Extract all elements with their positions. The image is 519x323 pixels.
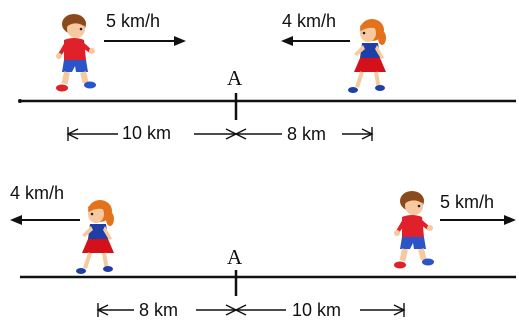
distance-label-right: 10 km [290, 300, 344, 320]
girl-walking-left-icon [76, 200, 114, 274]
girl-speed-label: 4 km/h [10, 183, 65, 203]
point-a-label: A [227, 66, 243, 90]
boy-speed-label: 5 km/h [106, 11, 161, 31]
girl-speed-arrow [281, 36, 350, 46]
boy-walking-right-icon [394, 191, 434, 269]
distance-marker-right [234, 127, 374, 141]
distance-label-left: 8 km [137, 300, 181, 320]
scene-top: 5 km/h 4 km/h A 10 km 8 km [0, 0, 519, 160]
ground-line-endpoint [18, 99, 22, 103]
boy-walking-right-icon [56, 14, 96, 92]
distance-label-right: 8 km [285, 124, 329, 144]
distance-marker-right [234, 303, 406, 317]
boy-speed-arrow [440, 215, 516, 225]
girl-walking-left-icon [348, 19, 386, 93]
scene-bottom-drawing [10, 191, 516, 317]
distance-marker-left [96, 303, 238, 317]
scene-bottom: 4 km/h 5 km/h A 8 km 10 km [0, 163, 519, 323]
point-a-label: A [227, 245, 243, 269]
boy-speed-arrow [104, 36, 186, 46]
girl-speed-label: 4 km/h [282, 11, 337, 31]
scene-top-drawing [18, 14, 516, 141]
girl-speed-arrow [10, 215, 80, 225]
boy-speed-label: 5 km/h [440, 192, 495, 212]
distance-label-left: 10 km [120, 123, 174, 143]
